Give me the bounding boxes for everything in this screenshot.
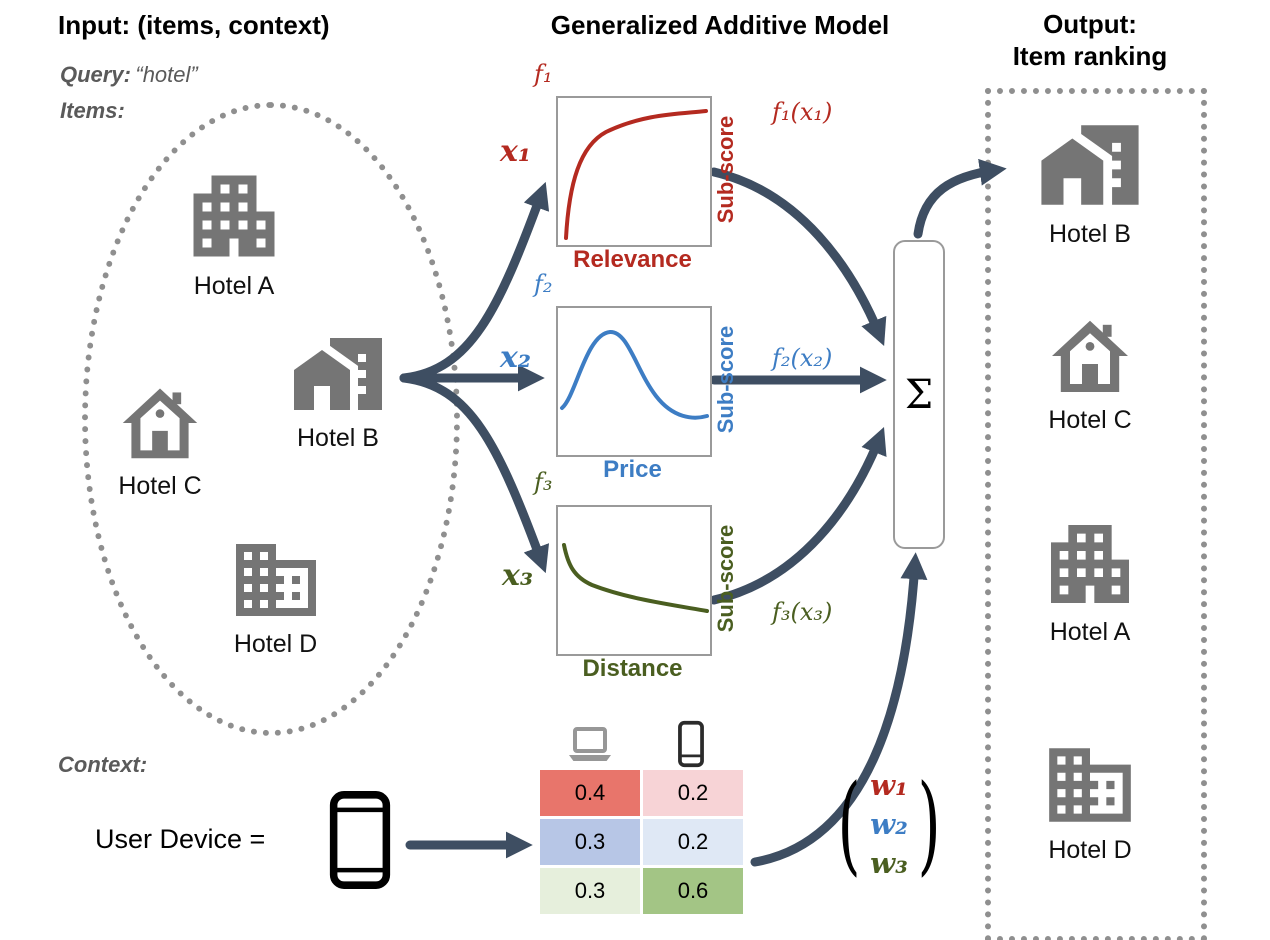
sigma-symbol: Σ [904, 371, 934, 418]
table-cell: 0.2 [643, 819, 743, 865]
distance-plot [556, 505, 712, 656]
f3x3-label: f₃(x₃) [772, 598, 833, 626]
price-curve [560, 329, 709, 420]
output-hotel-d: Hotel D [1012, 736, 1168, 865]
hotel-label: Hotel A [193, 272, 275, 300]
f1x1-label: f₁(x₁) [772, 98, 833, 126]
input-hotel-c: Hotel C [100, 376, 220, 501]
building-icon [1049, 748, 1131, 822]
relevance-plot [556, 96, 712, 247]
context-label: Context: [58, 752, 148, 777]
home-work-icon [294, 338, 382, 410]
context-weight-table: 0.4 0.2 0.3 0.2 0.3 0.6 [540, 770, 743, 914]
price-title: Price [603, 456, 662, 483]
weight-w1: w₁ [870, 768, 908, 802]
subscore-axis-label: Sub-score [713, 115, 738, 224]
relevance-curve [564, 109, 708, 240]
phone-icon [329, 791, 391, 889]
f2-label: f₂ [534, 270, 553, 298]
table-cell: 0.4 [540, 770, 640, 816]
building-icon [1051, 525, 1129, 603]
x3-label: x₃ [502, 558, 534, 593]
input-section-title: Input: (items, context) [58, 10, 330, 40]
x2-label: x₂ [500, 340, 532, 375]
model-section-title: Generalized Additive Model [550, 10, 890, 40]
input-hotel-d: Hotel D [218, 532, 333, 659]
hotel-label: Hotel D [233, 630, 318, 658]
hotel-label: Hotel B [297, 424, 379, 452]
building-icon [235, 544, 316, 616]
output-title-line2: Item ranking [1012, 41, 1168, 71]
f3-label: f₃ [534, 468, 553, 496]
weight-column: w₁ w₂ w₃ [870, 766, 908, 883]
output-hotel-a: Hotel A [1012, 512, 1168, 647]
left-paren: ( [837, 761, 861, 887]
f2x2-label: f₂(x₂) [772, 344, 833, 372]
hotel-label: Hotel C [118, 472, 202, 500]
query-label: Query: [60, 62, 131, 87]
sum-box: Σ [893, 240, 945, 549]
x1-label: x₁ [500, 134, 532, 169]
phone-icon [678, 720, 704, 768]
right-paren: ) [917, 761, 941, 887]
hotel-label: Hotel C [1048, 406, 1132, 434]
output-hotel-c: Hotel C [1012, 308, 1168, 435]
laptop-icon [569, 727, 611, 761]
table-cell: 0.2 [643, 770, 743, 816]
building-icon [193, 175, 275, 257]
hotel-label: Hotel D [1048, 836, 1132, 864]
table-cell: 0.3 [540, 868, 640, 914]
subscore-axis-label: Sub-score [713, 524, 738, 633]
output-section-title: Output: Item ranking [980, 8, 1200, 72]
input-hotel-b: Hotel B [282, 326, 394, 453]
distance-title: Distance [582, 655, 683, 682]
items-label: Items: [60, 98, 125, 123]
output-hotel-b: Hotel B [1012, 112, 1168, 249]
table-cell: 0.3 [540, 819, 640, 865]
price-plot [556, 306, 712, 457]
weight-vector: ( w₁ w₂ w₃ ) [828, 766, 950, 883]
user-device-label: User Device = [95, 824, 266, 854]
hotel-label: Hotel B [1049, 220, 1131, 248]
distance-curve [562, 543, 709, 613]
weight-w2: w₂ [870, 807, 908, 841]
f1-label: f₁ [534, 60, 553, 88]
house-icon [1052, 320, 1128, 392]
query-value: “hotel” [135, 62, 198, 87]
input-hotel-a: Hotel A [168, 162, 300, 301]
home-work-icon [1041, 125, 1139, 205]
table-cell: 0.6 [643, 868, 743, 914]
output-title-line1: Output: [1043, 9, 1137, 39]
output-ranking-box [985, 88, 1207, 940]
weight-w3: w₃ [870, 846, 908, 880]
hotel-label: Hotel A [1049, 618, 1131, 646]
house-icon [122, 388, 198, 459]
relevance-title: Relevance [573, 246, 692, 273]
query-line: Query: “hotel” [60, 62, 198, 88]
subscore-axis-label: Sub-score [713, 325, 738, 434]
